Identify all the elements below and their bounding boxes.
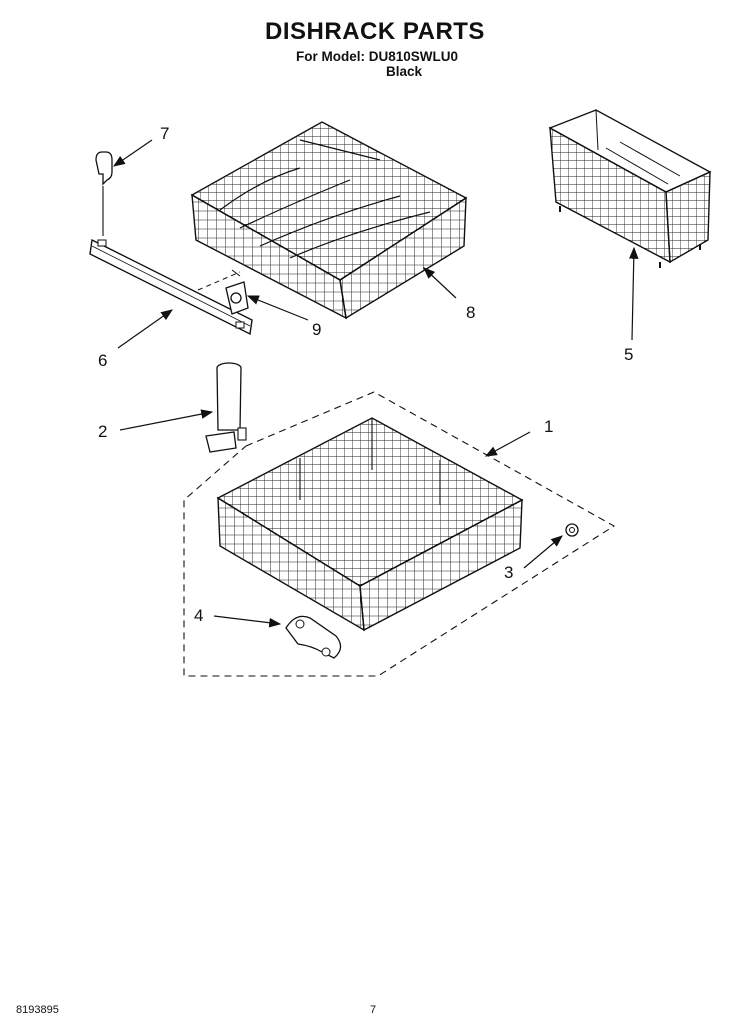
assembly-outline (183, 391, 616, 677)
callout-9: 9 (312, 320, 321, 339)
page-number: 7 (370, 1004, 377, 1016)
upper-dishrack (190, 121, 468, 320)
rack-roller (565, 523, 579, 537)
callout-5: 5 (624, 345, 633, 364)
roller-bracket (225, 269, 249, 315)
callout-2: 2 (98, 422, 107, 441)
document-number: 8193895 (16, 1004, 59, 1016)
rack-stop-clip (95, 151, 113, 236)
spray-tube (205, 362, 247, 453)
callout-3: 3 (504, 563, 513, 582)
page-title: DISHRACK PARTS (265, 18, 485, 45)
color-line: Black (386, 64, 423, 79)
callout-8: 8 (466, 303, 475, 322)
callout-7: 7 (160, 124, 169, 143)
silverware-basket (548, 109, 712, 268)
callout-6: 6 (98, 351, 107, 370)
callout-4: 4 (194, 606, 203, 625)
model-line: For Model: DU810SWLU0 (296, 49, 459, 64)
rack-track-rail (89, 238, 253, 336)
lower-dishrack (216, 417, 524, 632)
wheel-bracket (285, 615, 342, 659)
callout-1: 1 (544, 417, 553, 436)
